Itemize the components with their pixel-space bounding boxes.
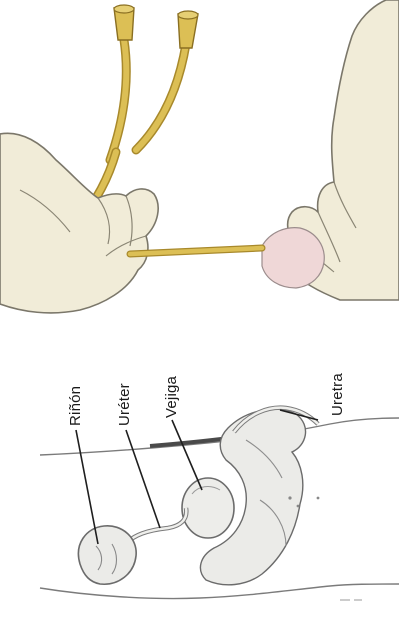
bladder bbox=[182, 478, 234, 538]
left-hand bbox=[0, 133, 158, 313]
bladder-label: Vejiga bbox=[163, 376, 180, 418]
ureter-label: Uréter bbox=[116, 383, 133, 426]
gauze-pad bbox=[262, 228, 324, 288]
catheter-branch-right bbox=[136, 44, 186, 150]
kidney bbox=[78, 526, 136, 584]
catheter-tip-tube bbox=[130, 248, 262, 254]
bladder-leader-line bbox=[172, 420, 202, 490]
kidney-leader-line bbox=[76, 430, 98, 544]
kidney-label: Riñón bbox=[67, 386, 84, 426]
body-outline-lower bbox=[40, 584, 399, 599]
urethra-label: Uretra bbox=[329, 373, 346, 416]
body-outline-upper bbox=[40, 418, 399, 455]
